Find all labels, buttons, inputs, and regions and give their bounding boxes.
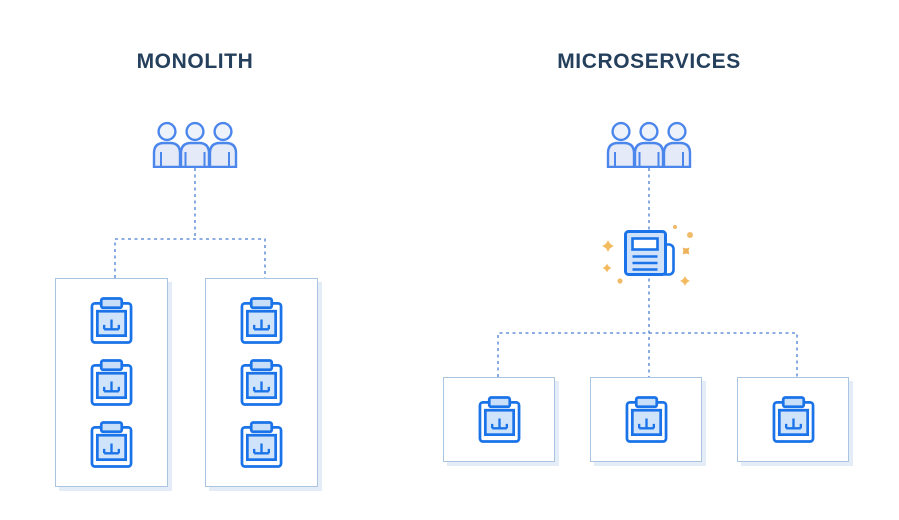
users-group-icon	[605, 112, 693, 168]
microservices-title: MICROSERVICES	[557, 50, 741, 73]
users-group-icon	[151, 112, 239, 168]
service-module-icon	[90, 359, 133, 406]
microservice-container-1	[443, 377, 555, 462]
monolith-container-2	[205, 278, 318, 487]
service-module-icon	[90, 297, 133, 344]
service-module-icon	[625, 396, 668, 443]
sparkle-icon	[602, 224, 693, 286]
microservice-container-2	[590, 377, 702, 462]
document-newspaper-shape	[624, 230, 675, 276]
service-module-icon	[240, 421, 283, 468]
monolith-connector-line	[114, 168, 266, 278]
service-module-icon	[772, 396, 815, 443]
microservice-container-3	[737, 377, 849, 462]
monolith-title: MONOLITH	[136, 50, 254, 73]
monolith-container-1	[55, 278, 168, 487]
service-module-icon	[240, 359, 283, 406]
api-gateway-document-icon	[602, 224, 693, 286]
service-module-icon	[478, 396, 521, 443]
service-module-icon	[90, 421, 133, 468]
service-module-icon	[240, 297, 283, 344]
